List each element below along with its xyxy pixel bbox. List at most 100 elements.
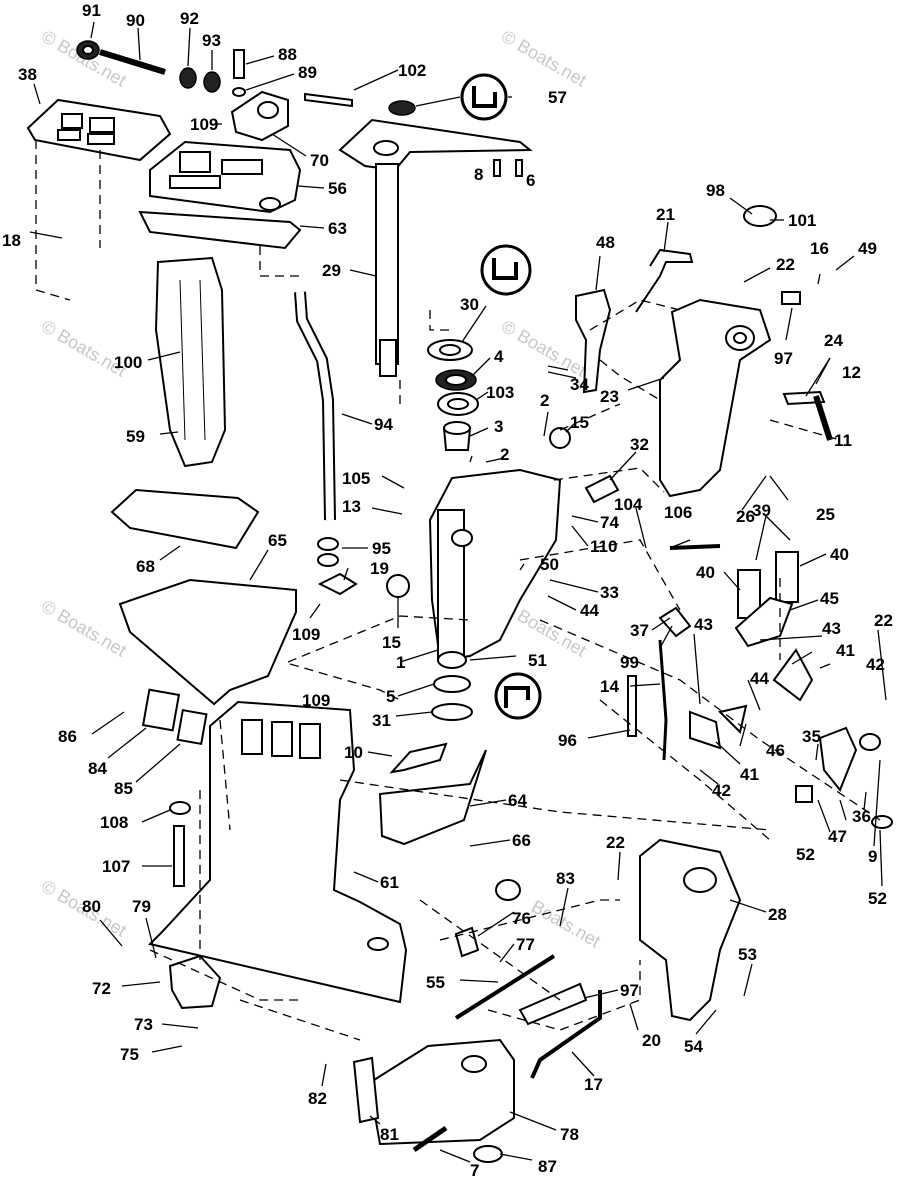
callout-6: 6 [526, 171, 535, 190]
callout-93: 93 [202, 31, 221, 50]
callout-15-upper: 15 [570, 413, 589, 432]
callout-17: 17 [584, 1075, 603, 1094]
callout-46: 46 [766, 741, 785, 760]
callout-105: 105 [342, 469, 370, 488]
callout-8: 8 [474, 165, 483, 184]
callout-56: 56 [328, 179, 347, 198]
callout-1: 1 [396, 653, 405, 672]
callout-86: 86 [58, 727, 77, 746]
callout-14: 14 [600, 677, 619, 696]
callout-32: 32 [630, 435, 649, 454]
callout-44-upper: 44 [580, 601, 599, 620]
callout-100: 100 [114, 353, 142, 372]
callout-42-lower: 42 [712, 781, 731, 800]
callout-42-upper: 42 [866, 655, 885, 674]
callout-35: 35 [802, 727, 821, 746]
callout-41-upper: 41 [836, 641, 855, 660]
callout-85: 85 [114, 779, 133, 798]
callout-90: 90 [126, 11, 145, 30]
callout-99: 99 [620, 653, 639, 672]
callout-18: 18 [2, 231, 21, 250]
callout-53: 53 [738, 945, 757, 964]
callout-21: 21 [656, 205, 675, 224]
callout-73: 73 [134, 1015, 153, 1034]
callout-74: 74 [600, 513, 619, 532]
callout-41-lower: 41 [740, 765, 759, 784]
callout-30: 30 [460, 295, 479, 314]
callout-40-left: 40 [696, 563, 715, 582]
dashed-alignment-lines [35, 140, 881, 1041]
watermark-5: © Boats.net [38, 596, 130, 660]
callout-98: 98 [706, 181, 725, 200]
callout-9: 9 [868, 847, 877, 866]
callout-44-lower: 44 [750, 669, 769, 688]
callout-24: 24 [824, 331, 843, 350]
callout-5: 5 [386, 687, 395, 706]
callout-87: 87 [538, 1157, 557, 1176]
callout-19: 19 [370, 559, 389, 578]
callout-80: 80 [82, 897, 101, 916]
callout-81: 81 [380, 1125, 399, 1144]
callout-51: 51 [528, 651, 547, 670]
callout-22-right: 22 [874, 611, 893, 630]
callout-38: 38 [18, 65, 37, 84]
callout-106: 106 [664, 503, 692, 522]
callout-84: 84 [88, 759, 107, 778]
callout-79: 79 [132, 897, 151, 916]
callout-88: 88 [278, 45, 297, 64]
callout-43-left: 43 [694, 615, 713, 634]
callout-92: 92 [180, 9, 199, 28]
callout-33: 33 [600, 583, 619, 602]
callout-2-upper: 2 [540, 391, 549, 410]
callout-2-lower: 2 [500, 445, 509, 464]
callout-49: 49 [858, 239, 877, 258]
watermark-4: © Boats.net [498, 316, 590, 380]
callout-78: 78 [560, 1125, 579, 1144]
callout-94: 94 [374, 415, 393, 434]
callout-47: 47 [828, 827, 847, 846]
callout-64: 64 [508, 791, 527, 810]
callout-63: 63 [328, 219, 347, 238]
callout-11: 11 [834, 431, 852, 450]
callout-50: 50 [540, 555, 559, 574]
callout-91: 91 [82, 1, 101, 20]
callout-109-mid: 109 [292, 625, 320, 644]
callout-103: 103 [486, 383, 514, 402]
callout-97-top: 97 [774, 349, 793, 368]
callout-52-right: 52 [868, 889, 887, 908]
callout-13: 13 [342, 497, 361, 516]
callout-40-right: 40 [830, 545, 849, 564]
callout-70: 70 [310, 151, 329, 170]
callout-57: 57 [548, 88, 567, 107]
callout-65: 65 [268, 531, 287, 550]
callout-34: 34 [570, 375, 589, 394]
callout-37: 37 [630, 621, 649, 640]
callout-96: 96 [558, 731, 577, 750]
callout-77: 77 [516, 935, 535, 954]
callout-72: 72 [92, 979, 111, 998]
watermark-2: © Boats.net [498, 26, 590, 90]
callout-107: 107 [102, 857, 130, 876]
callout-45: 45 [820, 589, 839, 608]
callout-26: 26 [736, 507, 755, 526]
callout-48: 48 [596, 233, 615, 252]
callout-76: 76 [512, 909, 531, 928]
callout-4: 4 [494, 347, 504, 366]
callout-109-top: 109 [190, 115, 218, 134]
callout-23: 23 [600, 387, 619, 406]
callout-110: 110 [590, 537, 617, 556]
callout-108: 108 [100, 813, 128, 832]
callout-20: 20 [642, 1031, 661, 1050]
callout-75: 75 [120, 1045, 139, 1064]
part-shapes [26, 40, 893, 1163]
leader-lines [29, 21, 887, 1163]
callout-29: 29 [322, 261, 341, 280]
callout-16: 16 [810, 239, 829, 258]
callout-66: 66 [512, 831, 531, 850]
callout-101: 101 [788, 211, 816, 230]
callout-28: 28 [768, 905, 787, 924]
callout-95: 95 [372, 539, 391, 558]
callout-54: 54 [684, 1037, 703, 1056]
